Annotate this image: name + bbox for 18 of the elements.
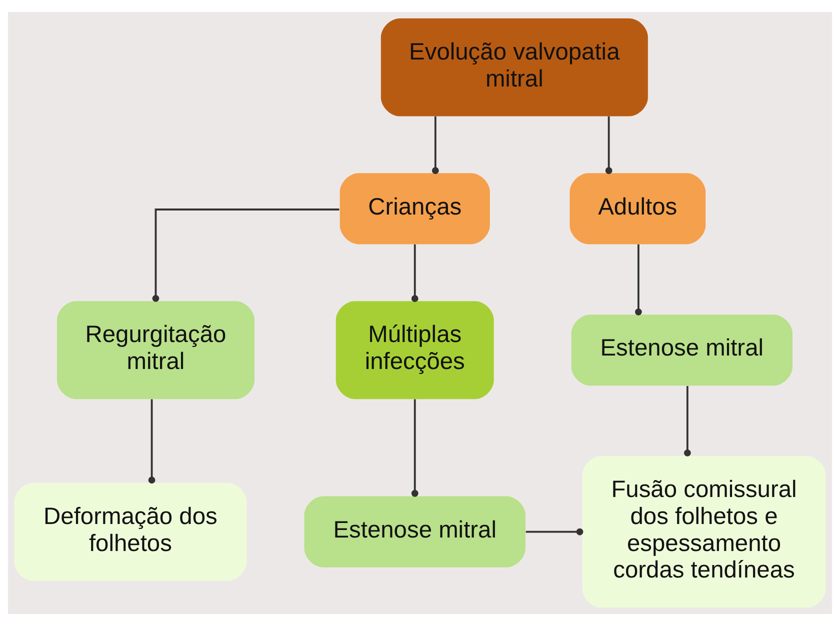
connector	[526, 528, 584, 536]
connector	[634, 244, 642, 316]
node-box: Adultos	[570, 173, 706, 244]
node-box: Múltiplas infecções	[336, 301, 494, 400]
node-box: Crianças	[340, 173, 490, 244]
node-box: Estenose mitral	[304, 496, 526, 568]
node-box: Deformação dos folhetos	[14, 482, 247, 581]
connector	[152, 208, 340, 302]
connector	[432, 116, 439, 174]
connector	[148, 399, 156, 484]
connector	[411, 399, 418, 497]
connector	[684, 386, 691, 456]
node-box: Regurgitação mitral	[56, 301, 254, 400]
node-box: Estenose mitral	[571, 314, 792, 386]
node-box: Fusão comissural dos folhetos e espessamento cordas tendíneas	[582, 456, 826, 608]
node-box: Evolução valvopatia mitral	[380, 18, 648, 116]
connector	[605, 116, 612, 174]
connector	[411, 244, 418, 302]
